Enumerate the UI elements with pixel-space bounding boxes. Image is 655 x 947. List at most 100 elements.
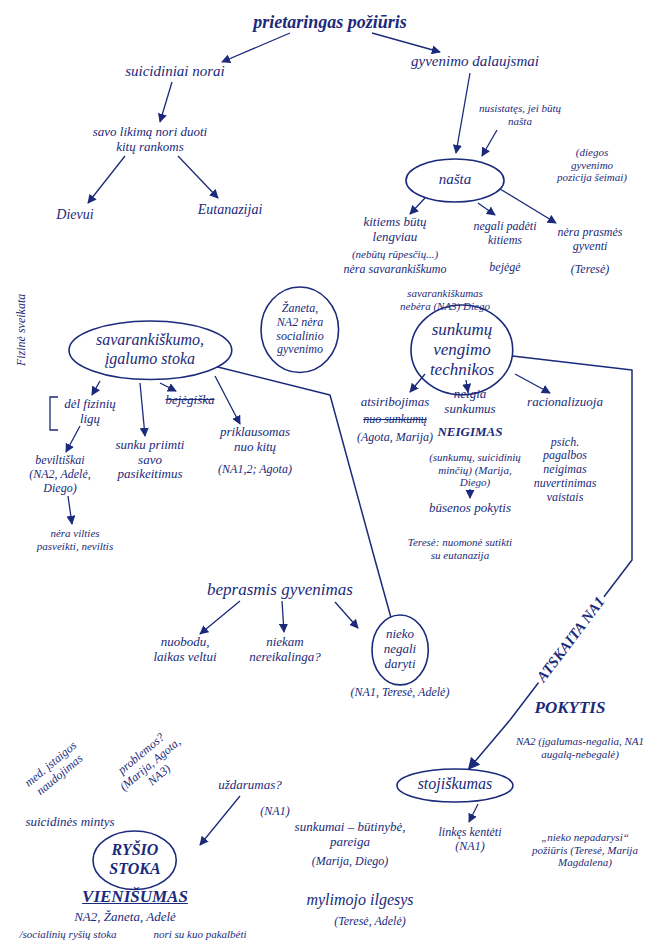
handwritten-note: negali padėti kitiems xyxy=(470,220,541,248)
ellipse-shape xyxy=(261,287,339,373)
node-text-group: sunkumų vengimo technikos xyxy=(429,320,495,379)
node-text-group: Žaneta, NA2 nėra socialinio gyvenimo xyxy=(275,302,324,357)
note-arrow xyxy=(92,381,100,395)
note-arrow xyxy=(335,602,358,628)
handwritten-note: būsenos pokytis xyxy=(429,501,512,516)
node-text-group: nieko negali daryti xyxy=(383,627,417,672)
handwritten-note: (diegos gyvenimo pozicija šeimai) xyxy=(557,146,628,184)
handwritten-note: suicidinės mintys xyxy=(25,815,116,830)
ellipse-shape xyxy=(406,159,504,202)
note-arrow xyxy=(456,73,470,153)
handwritten-note: beviltiškai (NA2, Adelė, Diego) xyxy=(22,454,98,495)
handwritten-note: beprasmis gyvenimas xyxy=(207,580,354,600)
ellipse-shape xyxy=(372,615,428,685)
ellipse-node: RYŠIO STOKA xyxy=(92,830,177,891)
node-text-group: savarankiškumo, įgalumo stoka xyxy=(95,331,204,368)
handwritten-note: savarankiškumas nebėra (NA3) Diego xyxy=(397,287,493,312)
note-arrow xyxy=(469,804,478,822)
node-text-group: našta xyxy=(438,171,472,188)
handwritten-note: (Teresė, Adelė) xyxy=(334,915,407,929)
handwritten-note: POKYTIS xyxy=(534,698,606,718)
handwritten-note: priklausomas nuo kitų xyxy=(210,425,301,455)
note-arrow xyxy=(200,601,240,634)
node-text: nieko negali daryti xyxy=(383,627,417,672)
handwritten-note: mylimojo ilgesys xyxy=(306,891,415,909)
note-arrow xyxy=(160,383,176,391)
ellipse-node: sunkumų vengimo technikos xyxy=(410,304,514,396)
node-text: stojiškumas xyxy=(417,775,493,793)
note-arrow xyxy=(478,203,495,215)
node-text: savarankiškumo, įgalumo stoka xyxy=(95,331,204,368)
handwritten-note: Fizinė sveikata xyxy=(15,293,29,367)
note-arrow xyxy=(482,130,497,156)
handwritten-note: atsiribojimas xyxy=(360,395,430,410)
handwritten-note: med. įstaigos naudojimas xyxy=(15,733,95,806)
ellipse-shape xyxy=(411,305,513,395)
ellipse-shape xyxy=(93,831,176,890)
ellipse-shape xyxy=(397,769,513,802)
ellipse-shape xyxy=(69,321,232,380)
note-arrow xyxy=(88,156,125,203)
note-arrow xyxy=(282,601,284,632)
handwritten-note: uždarumas? xyxy=(218,778,283,793)
handwritten-note: NA2 (įgalumas-negalia, NA1 augalą-nebega… xyxy=(515,735,646,760)
handwritten-note: (NA1,2; Agota) xyxy=(218,463,293,477)
connector-label: ATSKAITA NA1 xyxy=(532,592,611,689)
note-arrow xyxy=(222,33,290,62)
handwritten-note: gyvenimo dalaujsmai xyxy=(411,53,540,70)
note-arrow xyxy=(410,198,425,214)
handwritten-note: savo likimą nori duoti kitų rankoms xyxy=(92,125,208,155)
handwritten-note: linkęs kentėti (NA1) xyxy=(430,826,511,854)
handwritten-note: suicidiniai norai xyxy=(125,63,226,80)
handwritten-note: problemos? (Marija, Agota, NA3) xyxy=(102,720,198,810)
handwritten-note: nėra prasmės gyventi xyxy=(555,226,626,254)
handwritten-note: nuobodu, laikas veltui xyxy=(145,635,226,665)
handwritten-note: (Teresė) xyxy=(570,263,610,277)
handwritten-note: prietaringas požiūris xyxy=(253,12,408,33)
handwritten-note: NEIGIMAS xyxy=(437,425,504,440)
note-arrow xyxy=(140,383,145,436)
handwritten-note: „nieko nepadarysi“ požiūris (Teresė, Mar… xyxy=(530,831,641,869)
handwritten-note: Dievui xyxy=(56,207,95,223)
node-text-group: RYŠIO STOKA xyxy=(108,841,161,878)
note-arrow xyxy=(66,426,80,452)
ellipse-node: stojiškumas xyxy=(396,768,514,803)
handwritten-note: bejėgiška xyxy=(165,393,216,408)
note-arrow xyxy=(372,33,440,52)
node-text: našta xyxy=(438,171,472,188)
handwritten-note: nori su kuo pakalbėti xyxy=(153,928,248,941)
handwritten-note: nėra vilties pasveikti, neviltis xyxy=(30,527,121,552)
handwritten-note: NA2, Žaneta, Adelė xyxy=(74,910,177,925)
handwritten-note: (nebūtų rūpesčių...) xyxy=(351,248,439,261)
handwritten-note: (NA1, Teresė, Adelė) xyxy=(350,686,450,700)
handwritten-note: sunku priimti savo pasikeitimus xyxy=(105,438,196,483)
node-text: Žaneta, NA2 nėra socialinio gyvenimo xyxy=(275,302,324,357)
handwritten-note: dėl fizinių ligų xyxy=(55,397,126,427)
node-text: sunkumų vengimo technikos xyxy=(429,320,495,379)
handwritten-note: VIENIŠUMAS xyxy=(82,887,189,907)
note-arrow xyxy=(500,189,556,223)
ellipse-node: našta xyxy=(405,158,505,203)
handwritten-note: (NA1) xyxy=(260,805,291,819)
connector-line xyxy=(469,356,632,769)
handwritten-note: (Marija, Diego) xyxy=(311,855,389,869)
ellipse-node: Žaneta, NA2 nėra socialinio gyvenimo xyxy=(260,286,340,374)
note-arrow xyxy=(215,376,240,424)
note-arrow xyxy=(469,489,470,498)
note-arrow xyxy=(160,82,172,122)
handwritten-note: sunkumai – būtinybė, pareiga xyxy=(290,820,411,850)
ellipse-node: savarankiškumo, įgalumo stoka xyxy=(68,320,233,381)
note-arrow xyxy=(68,496,72,524)
node-text: RYŠIO STOKA xyxy=(108,841,161,878)
handwritten-note: niekam nereikalinga? xyxy=(245,635,326,665)
handwritten-note: neigia sunkumus xyxy=(435,387,506,417)
note-arrow xyxy=(515,374,550,393)
handwritten-note: nusistatęs, jei būtų našta xyxy=(475,102,566,127)
handwritten-note: nėra savarankiškumo xyxy=(343,263,447,277)
ellipse-node: nieko negali daryti xyxy=(371,614,429,686)
note-arrow xyxy=(178,156,218,198)
handwritten-note: Eutanazijai xyxy=(197,202,263,218)
handwritten-note: /socialinių ryšių stoka xyxy=(19,928,118,941)
handwritten-note: (Agota, Marija) xyxy=(357,431,434,445)
